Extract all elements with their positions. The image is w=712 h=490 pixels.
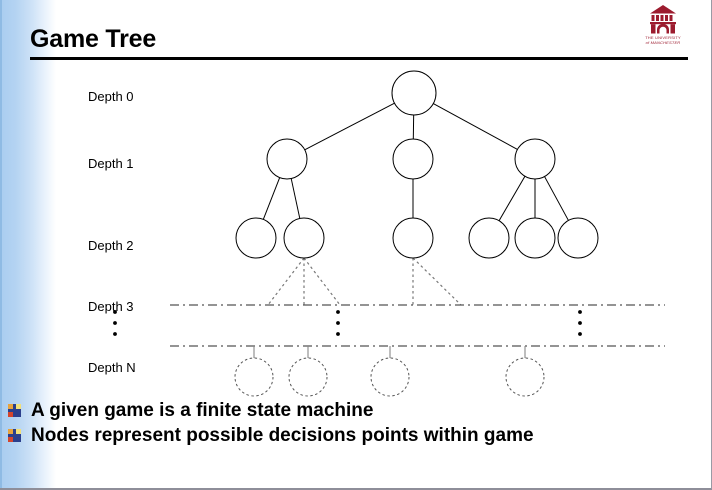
tree-edge xyxy=(262,177,281,220)
ellipsis-dot-1 xyxy=(336,321,340,325)
tree-node-d2-d[interactable] xyxy=(468,217,510,259)
ellipsis-dot-1 xyxy=(336,310,340,314)
logo-line-1: THE UNIVERSITY xyxy=(645,35,681,40)
leaf-connector-stubs xyxy=(253,346,526,358)
tree-nodes xyxy=(234,70,599,397)
tree-edge xyxy=(304,102,395,151)
tree-edge-dashed xyxy=(412,257,462,306)
tree-node-d1-b[interactable] xyxy=(392,138,434,180)
tree-node-dn-b[interactable] xyxy=(288,357,328,397)
bullet-row-1: Nodes represent possible decisions point… xyxy=(8,423,708,448)
tree-edges-solid xyxy=(262,102,569,221)
title-block: Game Tree xyxy=(30,24,690,62)
tree-edge xyxy=(544,176,569,221)
tree-node-root[interactable] xyxy=(391,70,437,116)
depth-label-3: Depth 3 xyxy=(88,299,134,314)
bullet-cross-icon xyxy=(8,429,21,442)
tree-node-d2-f[interactable] xyxy=(557,217,599,259)
depth-separator-rules xyxy=(170,304,665,347)
manchester-building-icon xyxy=(650,5,676,34)
page-title: Game Tree xyxy=(30,25,157,53)
depth-label-0: Depth 0 xyxy=(88,89,134,104)
ellipsis-dot-0 xyxy=(113,332,117,336)
bullet-row-0: A given game is a finite state machine xyxy=(8,398,708,423)
tree-node-d2-e[interactable] xyxy=(514,217,556,259)
university-logo: THE UNIVERSITY of MANCHESTER xyxy=(633,4,693,48)
tree-node-dn-a[interactable] xyxy=(234,357,274,397)
tree-node-dn-c[interactable] xyxy=(370,357,410,397)
ellipsis-dot-0 xyxy=(113,310,117,314)
depth-label-2: Depth 2 xyxy=(88,238,134,253)
bullet-text: A given game is a finite state machine xyxy=(31,399,374,421)
logo-wordmark: THE UNIVERSITY of MANCHESTER xyxy=(626,35,701,46)
ellipsis-dot-2 xyxy=(578,310,582,314)
ellipsis-dot-1 xyxy=(336,332,340,336)
tree-node-d2-b[interactable] xyxy=(283,217,325,259)
title-underline xyxy=(30,57,688,60)
tree-edge-dashed xyxy=(267,257,305,306)
logo-line-2: of MANCHESTER xyxy=(645,40,681,46)
tree-edges-dashed xyxy=(267,257,462,306)
depth-label-4: Depth N xyxy=(88,360,136,375)
ellipsis-dot-2 xyxy=(578,332,582,336)
depth-label-1: Depth 1 xyxy=(88,156,134,171)
tree-node-dn-d[interactable] xyxy=(505,357,545,397)
vertical-ellipsis-marks xyxy=(113,310,582,336)
tree-node-d2-a[interactable] xyxy=(235,217,277,259)
bullet-text: Nodes represent possible decisions point… xyxy=(31,424,534,446)
tree-edge-dashed xyxy=(303,257,341,306)
tree-node-d2-c[interactable] xyxy=(392,217,434,259)
tree-node-d1-a[interactable] xyxy=(266,138,308,180)
ellipsis-dot-0 xyxy=(113,321,117,325)
tree-edge xyxy=(498,176,526,221)
tree-edge xyxy=(433,103,518,150)
bullet-cross-icon xyxy=(8,404,21,417)
ellipsis-dot-2 xyxy=(578,321,582,325)
tree-edge xyxy=(290,178,301,219)
tree-node-d1-c[interactable] xyxy=(514,138,556,180)
left-band-edge xyxy=(0,0,2,488)
